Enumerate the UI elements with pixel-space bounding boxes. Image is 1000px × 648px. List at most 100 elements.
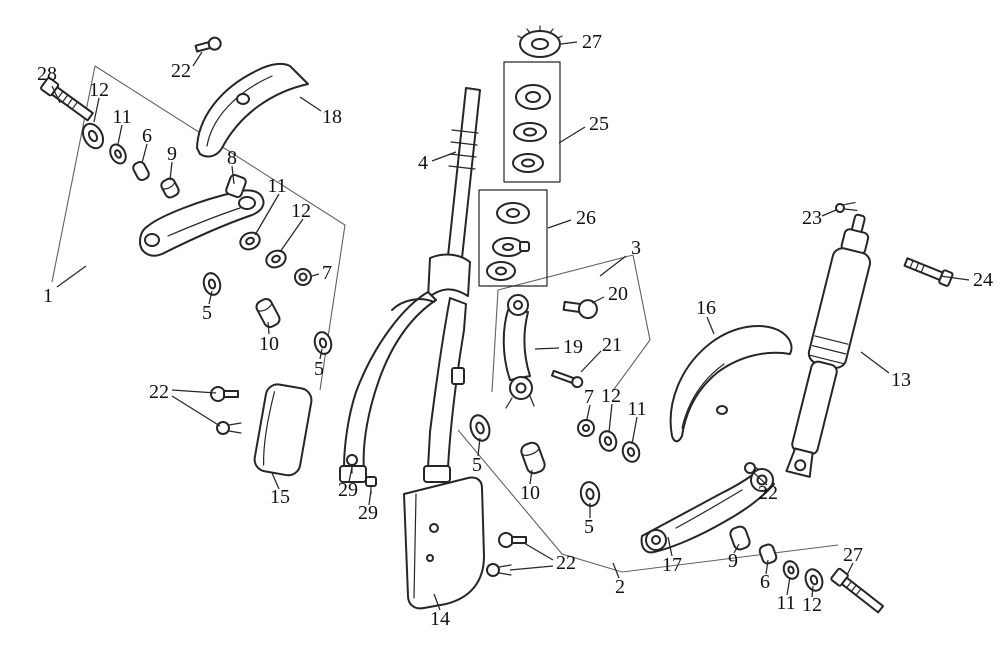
washer-11-bottom-drawing [782, 560, 800, 580]
part-label-22: 22 [171, 60, 191, 82]
leader-line [667, 536, 673, 557]
leader-line [299, 96, 322, 112]
part-label-9: 9 [728, 550, 738, 572]
part-label-11: 11 [267, 175, 287, 197]
leader-line [534, 347, 560, 350]
fastener-22-bottom-b-drawing [486, 563, 512, 577]
part-label-23: 23 [802, 207, 822, 229]
washer-12-lower-drawing [598, 430, 618, 452]
washer-12-bottom-drawing [804, 568, 824, 592]
bolt-27-bottom-drawing [830, 567, 885, 614]
part-label-26: 26 [576, 207, 596, 229]
leader-line [591, 296, 605, 304]
leader-line [271, 472, 280, 490]
part-label-2: 2 [615, 576, 625, 598]
leader-line [56, 265, 87, 288]
leader-line [169, 161, 173, 181]
leader-line [433, 593, 441, 611]
washer-5-lower-a-drawing [469, 414, 491, 442]
fastener-22-bottom-a-drawing [498, 532, 527, 548]
part-label-11: 11 [112, 106, 132, 128]
bushing-9-left-drawing [160, 177, 180, 199]
bolt-21-drawing [550, 369, 584, 389]
bushing-9-lower-drawing [729, 525, 751, 551]
fastener-22-top-drawing [194, 36, 222, 53]
leader-line [733, 543, 740, 554]
leader-line [547, 219, 572, 229]
part-label-17: 17 [662, 554, 682, 576]
leader-line [586, 404, 591, 420]
leader-line [231, 165, 235, 185]
part-label-29: 29 [358, 502, 378, 524]
fork-cover-front-drawing [403, 476, 485, 610]
part-label-27: 27 [582, 31, 602, 53]
leader-line [254, 193, 280, 236]
leader-line [599, 255, 627, 277]
leader-line [267, 321, 270, 335]
leader-line [311, 273, 320, 277]
washer-5-upper-drawing [202, 272, 222, 296]
part-label-5: 5 [584, 516, 594, 538]
bolt-20-drawing [562, 299, 598, 320]
part-label-11: 11 [776, 592, 796, 614]
leader-line [431, 151, 457, 162]
leader-line [117, 124, 123, 145]
leader-line [821, 209, 837, 217]
leader-line [523, 542, 554, 561]
part-label-19: 19 [563, 336, 583, 358]
nut-7-lower-drawing [577, 419, 595, 437]
leader-line [939, 275, 970, 281]
rear-fender-drawing [669, 325, 793, 443]
washer-11-left-drawing [109, 143, 127, 165]
clip-29-a-drawing [346, 454, 358, 474]
part-label-12: 12 [291, 200, 311, 222]
link-arm-drawing [502, 294, 535, 409]
leader-line [319, 348, 323, 360]
part-label-10: 10 [520, 482, 540, 504]
part-label-24: 24 [973, 269, 993, 291]
steering-nut-drawing [517, 25, 563, 58]
leader-line [765, 559, 769, 575]
leader-line [509, 565, 554, 571]
part-label-21: 21 [602, 334, 622, 356]
part-label-28: 28 [37, 63, 57, 85]
washer-11-lower-drawing [621, 441, 641, 463]
part-label-12: 12 [802, 594, 822, 616]
part-label-8: 8 [227, 147, 237, 169]
part-label-4: 4 [418, 152, 428, 174]
leader-line [631, 416, 638, 445]
part-label-12: 12 [89, 79, 109, 101]
leader-line [811, 585, 814, 598]
part-label-25: 25 [589, 113, 609, 135]
leader-line [279, 218, 304, 253]
part-label-10: 10 [259, 333, 279, 355]
part-label-22: 22 [758, 482, 778, 504]
leader-line [171, 389, 217, 394]
bushing-10-lower-drawing [520, 441, 546, 475]
part-label-18: 18 [322, 106, 342, 128]
part-label-27: 27 [843, 544, 863, 566]
leader-line [93, 97, 100, 123]
fork-cover-left-drawing [253, 383, 313, 477]
leader-line [171, 395, 221, 427]
part-label-13: 13 [891, 369, 911, 391]
leader-line [529, 469, 533, 485]
washer-5-lower-b-drawing [579, 481, 601, 507]
leader-line [846, 562, 854, 576]
part-label-7: 7 [322, 262, 332, 284]
bushing-10-upper-drawing [255, 297, 281, 329]
washer-12-mid-drawing [265, 249, 287, 269]
leader-line [368, 489, 372, 506]
upper-bearing-set-drawing [503, 61, 561, 183]
steering-arm-drawing [139, 173, 265, 257]
leader-line [558, 126, 586, 144]
clip-29-b-drawing [365, 476, 377, 495]
spacer-6-left-drawing [132, 160, 150, 182]
part-label-5: 5 [314, 358, 324, 380]
part-label-16: 16 [696, 297, 716, 319]
leader-line [560, 41, 578, 45]
